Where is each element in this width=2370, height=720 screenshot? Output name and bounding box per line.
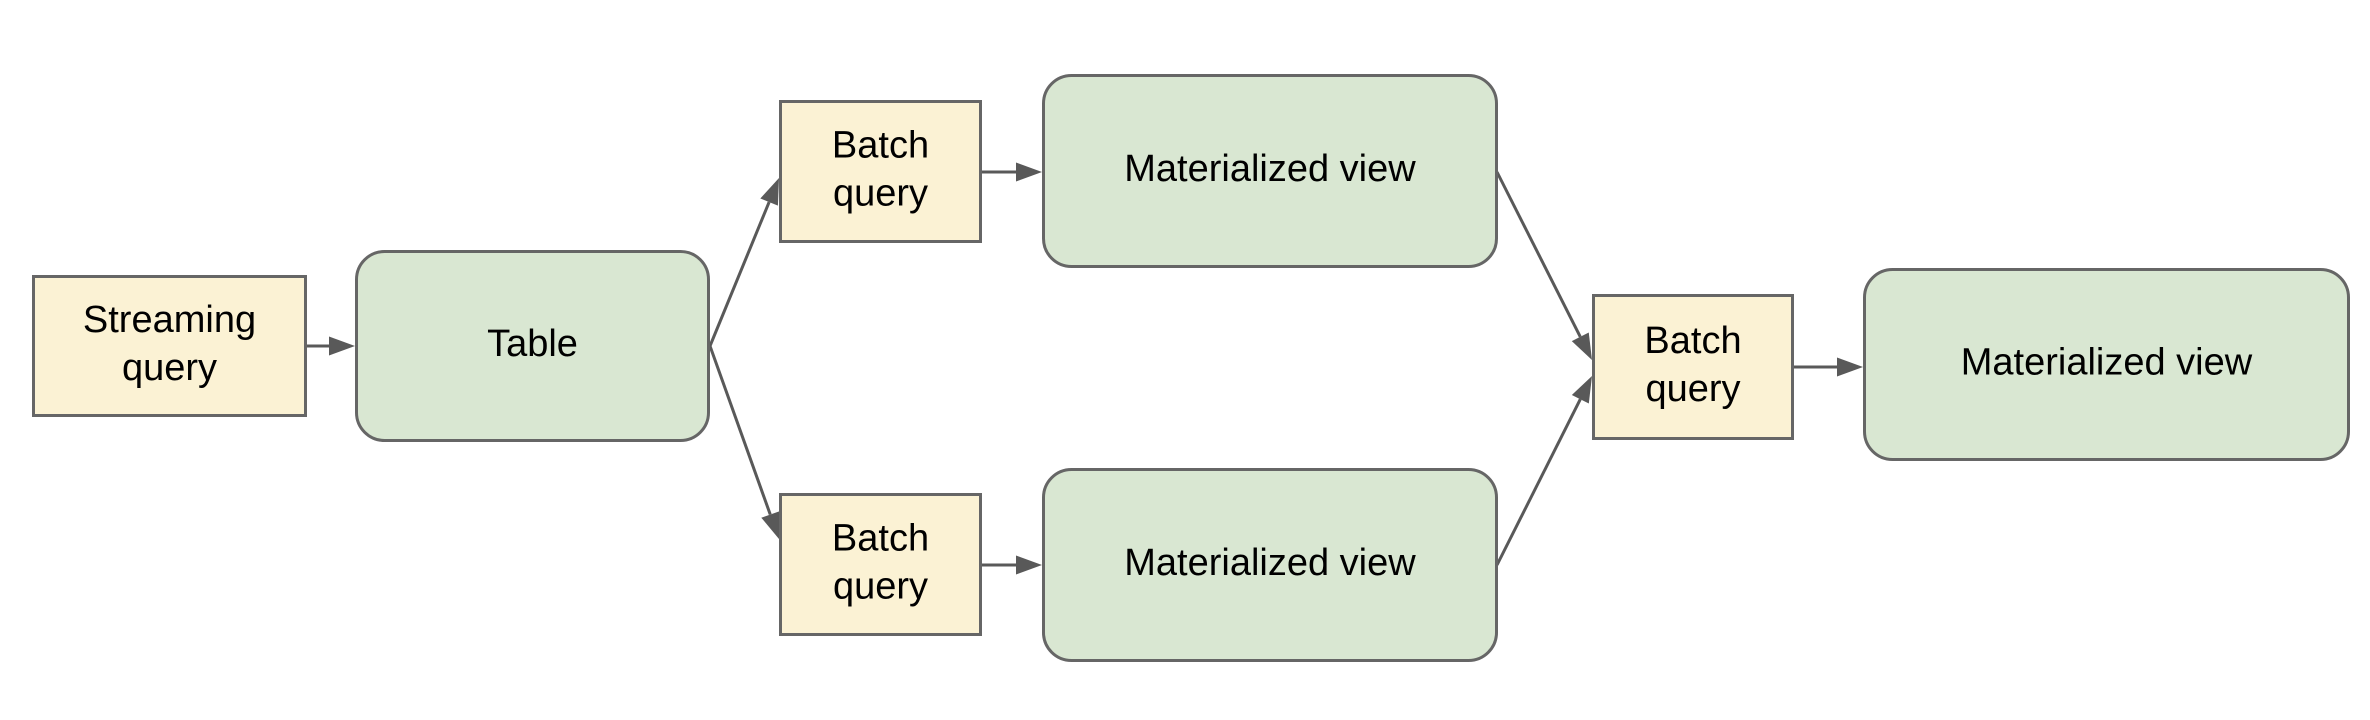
- edges-layer: [307, 162, 1863, 575]
- table-node[interactable]: Table: [355, 250, 710, 442]
- edge-batch-query-center-to-materialized-view-final: [1794, 357, 1863, 377]
- edge-table-to-batch-query-top-arrowhead-icon: [760, 178, 779, 206]
- edge-materialized-view-top-to-batch-query-center-arrowhead-icon: [1571, 332, 1592, 360]
- edge-materialized-view-top-to-batch-query-center: [1495, 171, 1592, 360]
- edge-batch-query-bottom-to-materialized-view-bottom-arrowhead-icon: [1016, 555, 1042, 575]
- edge-table-to-batch-query-bottom-line: [708, 345, 772, 516]
- batch-query-top-node-shape[interactable]: [779, 100, 982, 243]
- streaming-query-node-shape[interactable]: [32, 275, 307, 417]
- nodes-layer: StreamingqueryTableBatchqueryMaterialize…: [32, 74, 2350, 662]
- edge-batch-query-top-to-materialized-view-top: [982, 162, 1042, 182]
- edge-streaming-query-to-table-arrowhead-icon: [329, 336, 355, 356]
- edge-materialized-view-bottom-to-batch-query-center: [1495, 376, 1592, 566]
- edge-table-to-batch-query-bottom: [708, 345, 780, 539]
- materialized-view-final-node[interactable]: Materialized view: [1863, 268, 2350, 461]
- edge-materialized-view-top-to-batch-query-center-line: [1495, 171, 1582, 338]
- edge-materialized-view-bottom-to-batch-query-center-line: [1495, 398, 1582, 566]
- materialized-view-bottom-node-shape[interactable]: [1042, 468, 1498, 662]
- materialized-view-bottom-node[interactable]: Materialized view: [1042, 468, 1498, 662]
- materialized-view-top-node[interactable]: Materialized view: [1042, 74, 1498, 268]
- table-node-shape[interactable]: [355, 250, 710, 442]
- batch-query-center-node-shape[interactable]: [1592, 294, 1794, 440]
- edge-streaming-query-to-table: [307, 336, 355, 356]
- batch-query-bottom-node-shape[interactable]: [779, 493, 982, 636]
- edge-table-to-batch-query-top-line: [708, 201, 771, 347]
- materialized-view-top-node-shape[interactable]: [1042, 74, 1498, 268]
- edge-materialized-view-bottom-to-batch-query-center-arrowhead-icon: [1571, 376, 1592, 404]
- edge-batch-query-bottom-to-materialized-view-bottom: [982, 555, 1042, 575]
- edge-table-to-batch-query-top: [708, 178, 779, 347]
- edge-batch-query-center-to-materialized-view-final-arrowhead-icon: [1837, 357, 1863, 377]
- edge-batch-query-top-to-materialized-view-top-arrowhead-icon: [1016, 162, 1042, 182]
- materialized-view-final-node-shape[interactable]: [1863, 268, 2350, 461]
- edge-table-to-batch-query-bottom-arrowhead-icon: [761, 511, 780, 539]
